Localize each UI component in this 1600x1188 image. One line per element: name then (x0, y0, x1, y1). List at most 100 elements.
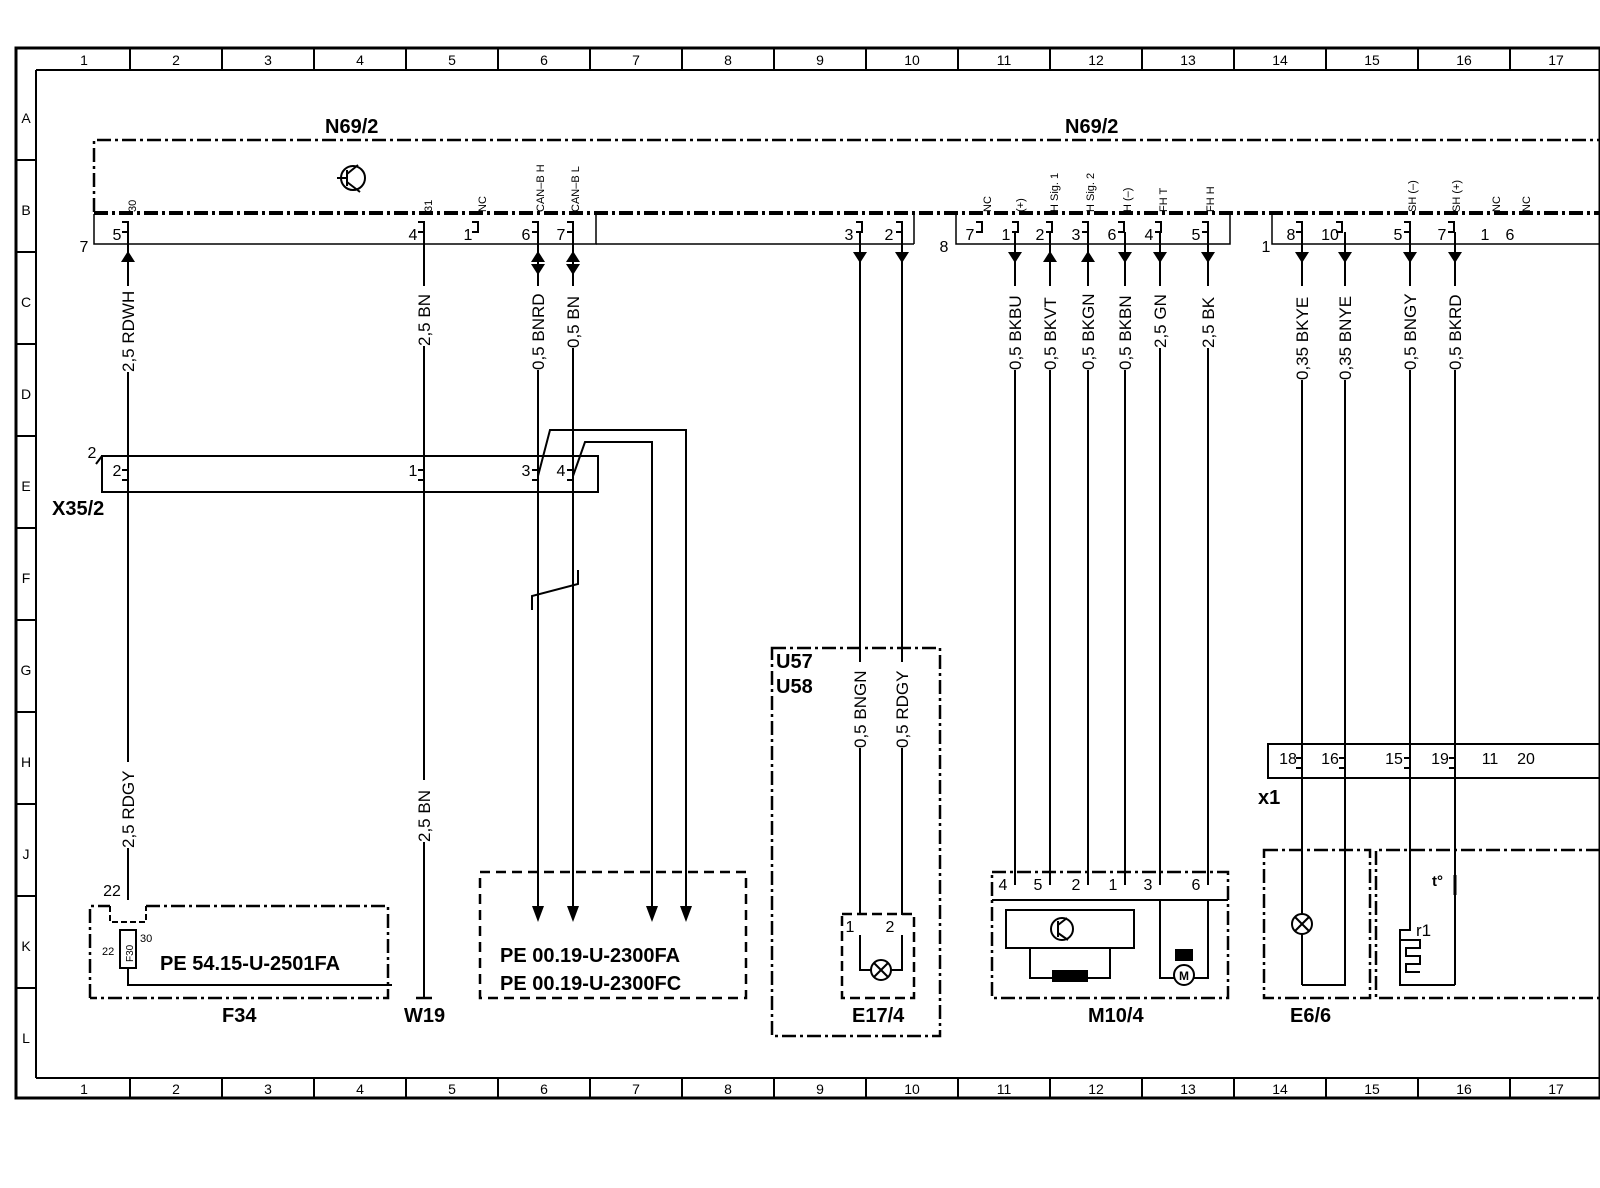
col-label: 9 (816, 1081, 824, 1097)
wire-label: 2,5 BN (415, 790, 434, 842)
col-label: 10 (904, 52, 920, 68)
w19-ground: W19 (404, 996, 445, 1027)
arrow-down-icon (1338, 252, 1352, 263)
col-label: 8 (724, 52, 732, 68)
pin-number: 1 (464, 227, 473, 244)
connector-8-label: 8 (940, 239, 949, 256)
arrow-up-icon (566, 251, 580, 262)
r1-label: r1 (1416, 921, 1431, 940)
fuse-label: F30 (125, 944, 136, 962)
wires (127, 232, 1456, 998)
pin-number: 7 (557, 227, 566, 244)
row-label: D (21, 386, 31, 402)
x35-pin: 4 (557, 463, 566, 480)
arrow-down-icon (532, 906, 544, 922)
row-label: F (22, 570, 31, 586)
signal-name: H Sig. 1 (1049, 173, 1061, 212)
m10-pin: 4 (999, 877, 1008, 894)
e6-6-lamp-module: E6/6 (1262, 848, 1372, 1027)
col-label: 13 (1180, 52, 1196, 68)
col-label: 11 (997, 1081, 1012, 1097)
arrow-down-icon (1201, 252, 1215, 263)
pin-number: 2 (885, 227, 894, 244)
signal-name: (+) (1015, 198, 1027, 212)
svg-text:t°: t° (1432, 873, 1443, 890)
col-label: 14 (1272, 52, 1288, 68)
arrow-down-icon (680, 906, 692, 922)
signal-name: 30 (127, 200, 139, 212)
e6-label: E6/6 (1290, 1005, 1331, 1027)
arrow-up-icon (531, 251, 545, 262)
x1-pin: 15 (1385, 751, 1403, 768)
col-label: 9 (816, 52, 824, 68)
col-label: 13 (1180, 1081, 1196, 1097)
col-label: 10 (904, 1081, 920, 1097)
wire-label: 0,5 BKBU (1006, 295, 1025, 370)
pin-number: 6 (522, 227, 531, 244)
col-label: 12 (1088, 1081, 1104, 1097)
w19-label: W19 (404, 1005, 445, 1027)
signal-name: SH (+) (1451, 180, 1463, 212)
u58-label: U58 (776, 676, 813, 698)
wire-label: 0,5 BNRD (529, 293, 548, 370)
wire-labels: 2,5 RDWH 2,5 BN 0,5 BNRD 0,5 BN 0,5 BKBU… (119, 286, 1465, 848)
x1-pin: 20 (1517, 751, 1535, 768)
signal-name: 31 (423, 200, 435, 212)
fuse-pin: 22 (102, 946, 114, 958)
col-label: 12 (1088, 52, 1104, 68)
col-label: 6 (540, 52, 548, 68)
motor-letter: M (1179, 969, 1189, 983)
arrow-down-icon (1118, 252, 1132, 263)
col-label: 7 (632, 52, 640, 68)
signal-name: NC (1521, 196, 1533, 212)
pin-number: 4 (1145, 227, 1154, 244)
wire-label: 2,5 BN (415, 294, 434, 346)
x35-pin: 3 (522, 463, 531, 480)
arrow-down-icon (531, 264, 545, 275)
x35-label: X35/2 (52, 498, 104, 520)
col-label: 5 (448, 52, 456, 68)
signal-name: H (–) (1122, 188, 1134, 212)
reference-fa: PE 00.19-U-2300FA (500, 945, 680, 967)
col-label: 7 (632, 1081, 640, 1097)
col-label: 17 (1548, 1081, 1564, 1097)
signal-name: SH (–) (1407, 180, 1419, 212)
m10-label: M10/4 (1088, 1005, 1144, 1027)
col-label: 4 (356, 1081, 364, 1097)
f34-label: F34 (222, 1005, 257, 1027)
n69-left-label: N69/2 (325, 116, 378, 138)
wire-label: 0,5 BNGY (1401, 293, 1420, 370)
x1-pin: 16 (1321, 751, 1339, 768)
connector-1-label: 1 (1262, 239, 1271, 256)
arrow-down-icon (566, 264, 580, 275)
col-label: 17 (1548, 52, 1564, 68)
x1-pin: 19 (1431, 751, 1449, 768)
transistor-icon (1050, 917, 1074, 941)
pin-number: 1 (1002, 227, 1011, 244)
pin-number: 5 (1394, 227, 1403, 244)
arrow-down-icon (567, 906, 579, 922)
lamp-icon (859, 935, 903, 981)
wire-label: 0,5 BKRD (1446, 294, 1465, 370)
signal-name: NC (477, 196, 489, 212)
pin-number: 5 (113, 227, 122, 244)
wire-label: 0,35 BKYE (1293, 297, 1312, 380)
transistor-icon (337, 164, 366, 193)
arrow-up-icon (121, 251, 135, 262)
pin-number: 2 (1036, 227, 1045, 244)
heating-element-icon (1400, 939, 1421, 973)
arrow-down-icon (1448, 252, 1462, 263)
row-label: K (21, 938, 31, 954)
grid-rows: A B C D E F G H J K L (16, 110, 36, 1046)
frame (14, 46, 1600, 1100)
connector-22-label: 22 (103, 883, 121, 900)
x35-2-connector: 2 X35/2 2 1 3 4 (52, 445, 599, 520)
connector-2-label: 2 (88, 445, 97, 462)
e17-pin: 2 (886, 919, 895, 936)
arrow-down-icon (1403, 252, 1417, 263)
motor-icon (1159, 900, 1209, 986)
m10-pin: 3 (1144, 877, 1153, 894)
u57-label: U57 (776, 651, 813, 673)
r1-sensor-module: r1 t° (1374, 848, 1600, 1000)
pin-number: 10 (1321, 227, 1339, 244)
